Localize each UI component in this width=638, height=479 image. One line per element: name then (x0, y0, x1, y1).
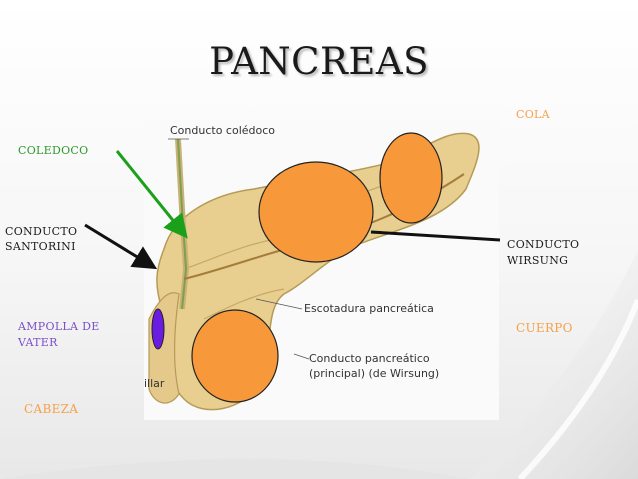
label-conducto-wirsung-line2: WIRSUNG (507, 254, 569, 267)
photo-label-conducto-pancreatico-sub: (principal) (de Wirsung) (309, 367, 440, 380)
photo-label-partial: illar (144, 377, 165, 390)
label-conducto-wirsung-line1: CONDUCTO (507, 238, 580, 251)
pancreas-illustration: Conducto colédoco Escotadura pancreática… (144, 119, 499, 420)
photo-label-conducto-pancreatico: Conducto pancreático (309, 352, 430, 365)
label-cola: COLA (516, 108, 550, 121)
slide-title: PANCREAS (209, 40, 429, 83)
photo-label-escotadura: Escotadura pancreática (304, 302, 434, 315)
label-cabeza: CABEZA (24, 402, 79, 416)
label-conducto-santorini-line2: SANTORINI (5, 240, 76, 253)
label-coledoco: COLEDOCO (18, 144, 89, 157)
label-ampolla-line2: VATER (18, 336, 58, 349)
label-cuerpo: CUERPO (516, 321, 573, 335)
label-conducto-santorini-line1: CONDUCTO (5, 225, 78, 238)
photo-label-conducto-coledoco: Conducto colédoco (170, 124, 276, 137)
label-ampolla-line1: AMPOLLA DE (18, 320, 100, 333)
